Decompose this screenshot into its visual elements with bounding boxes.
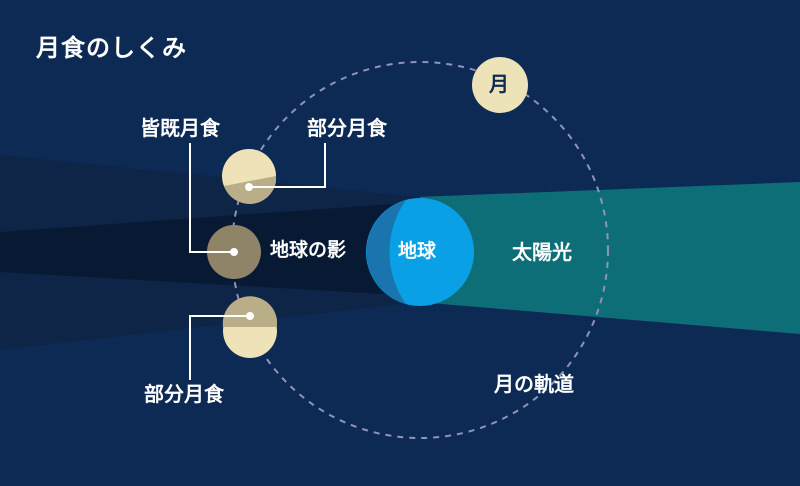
moon-partial-top [222, 149, 276, 205]
label-moon: 月 [489, 72, 509, 96]
label-sunlight: 太陽光 [512, 240, 572, 264]
label-partial-eclipse-top: 部分月食 [307, 116, 387, 140]
earth [366, 198, 474, 306]
label-moon-orbit: 月の軌道 [494, 372, 574, 396]
label-partial-eclipse-bottom: 部分月食 [144, 382, 224, 406]
leader-partial-bottom [189, 315, 250, 380]
label-total-eclipse: 皆既月食 [140, 116, 220, 140]
label-earth-shadow: 地球の影 [270, 239, 347, 261]
label-earth: 地球 [398, 240, 437, 262]
moon-partial-bottom [222, 296, 277, 358]
dot-total [230, 248, 238, 256]
leader-total [189, 143, 234, 253]
moon-orbiting [472, 57, 528, 113]
sunlight-beam [418, 182, 800, 334]
dot-partial-top [245, 183, 253, 191]
page-title: 月食のしくみ [36, 34, 187, 62]
dot-partial-bottom [246, 312, 254, 320]
leader-partial-top [249, 143, 326, 188]
